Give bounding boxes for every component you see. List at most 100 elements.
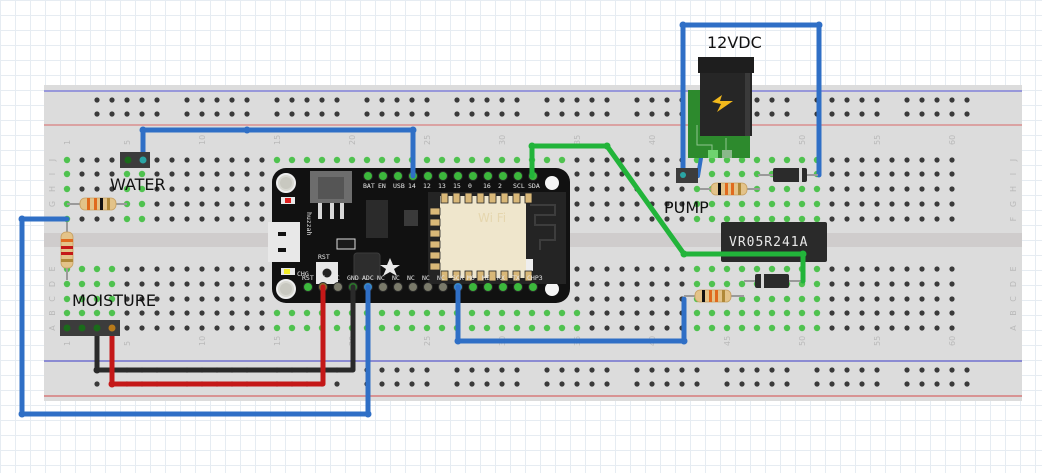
hole[interactable] — [753, 156, 761, 164]
hole[interactable] — [738, 156, 746, 164]
hole[interactable] — [333, 309, 341, 317]
rail-hole[interactable] — [499, 97, 505, 103]
hole[interactable] — [93, 265, 101, 273]
hole[interactable] — [874, 266, 880, 272]
rail-hole[interactable] — [124, 111, 130, 117]
hole[interactable] — [244, 186, 250, 192]
feather-bottom-pin[interactable] — [378, 282, 388, 292]
rail-hole[interactable] — [334, 111, 340, 117]
rail-hole[interactable] — [184, 97, 190, 103]
rail-hole[interactable] — [694, 381, 700, 387]
hole[interactable] — [708, 324, 716, 332]
hole[interactable] — [949, 216, 955, 222]
hole[interactable] — [753, 215, 761, 223]
hole[interactable] — [438, 309, 446, 317]
hole[interactable] — [934, 310, 940, 316]
rail-hole[interactable] — [964, 97, 970, 103]
feather-bottom-pin[interactable] — [303, 282, 313, 292]
hole[interactable] — [949, 171, 955, 177]
rail-hole[interactable] — [379, 381, 385, 387]
hole[interactable] — [124, 281, 130, 287]
hole[interactable] — [123, 170, 131, 178]
hole[interactable] — [619, 281, 625, 287]
hole[interactable] — [859, 201, 865, 207]
hole[interactable] — [619, 296, 625, 302]
hole[interactable] — [904, 157, 910, 163]
hole[interactable] — [589, 310, 595, 316]
hole[interactable] — [214, 296, 220, 302]
hole[interactable] — [214, 171, 220, 177]
hole[interactable] — [753, 324, 761, 332]
rail-hole[interactable] — [559, 97, 565, 103]
hole[interactable] — [844, 281, 850, 287]
hole[interactable] — [513, 324, 521, 332]
rail-hole[interactable] — [364, 97, 370, 103]
hole[interactable] — [604, 171, 610, 177]
hole[interactable] — [244, 325, 250, 331]
hole[interactable] — [934, 201, 940, 207]
hole[interactable] — [889, 171, 895, 177]
hole[interactable] — [259, 325, 265, 331]
hole[interactable] — [949, 186, 955, 192]
hole[interactable] — [543, 156, 551, 164]
hole[interactable] — [259, 186, 265, 192]
rail-hole[interactable] — [409, 97, 415, 103]
hole[interactable] — [664, 296, 670, 302]
hole[interactable] — [904, 310, 910, 316]
hole[interactable] — [798, 156, 806, 164]
hole[interactable] — [214, 310, 220, 316]
hole[interactable] — [859, 266, 865, 272]
hole[interactable] — [768, 215, 776, 223]
hole[interactable] — [589, 325, 595, 331]
hole[interactable] — [874, 157, 880, 163]
rail-hole[interactable] — [544, 97, 550, 103]
hole[interactable] — [768, 309, 776, 317]
hole[interactable] — [138, 185, 146, 193]
rail-hole[interactable] — [139, 97, 145, 103]
rail-hole[interactable] — [874, 367, 880, 373]
rail-hole[interactable] — [844, 97, 850, 103]
hole[interactable] — [273, 324, 281, 332]
hole[interactable] — [408, 309, 416, 317]
hole[interactable] — [94, 171, 100, 177]
hole[interactable] — [214, 186, 220, 192]
hole[interactable] — [723, 265, 731, 273]
rail-hole[interactable] — [769, 367, 775, 373]
hole[interactable] — [589, 186, 595, 192]
hole[interactable] — [889, 325, 895, 331]
hole[interactable] — [634, 157, 640, 163]
hole[interactable] — [889, 310, 895, 316]
hole[interactable] — [79, 216, 85, 222]
hole[interactable] — [573, 324, 581, 332]
hole[interactable] — [78, 309, 86, 317]
hole[interactable] — [154, 201, 160, 207]
rail-hole[interactable] — [679, 381, 685, 387]
hole[interactable] — [378, 324, 386, 332]
hole[interactable] — [78, 295, 86, 303]
hole[interactable] — [393, 324, 401, 332]
hole[interactable] — [108, 295, 116, 303]
rail-hole[interactable] — [904, 111, 910, 117]
rail-hole[interactable] — [199, 97, 205, 103]
hole[interactable] — [229, 201, 235, 207]
hole[interactable] — [874, 281, 880, 287]
wire-ground[interactable] — [94, 284, 356, 373]
rail-hole[interactable] — [589, 97, 595, 103]
rail-hole[interactable] — [769, 111, 775, 117]
hole[interactable] — [109, 216, 115, 222]
rail-hole[interactable] — [394, 111, 400, 117]
hole[interactable] — [604, 310, 610, 316]
rail-hole[interactable] — [214, 111, 220, 117]
rail-hole[interactable] — [589, 111, 595, 117]
hole[interactable] — [558, 324, 566, 332]
hole[interactable] — [184, 310, 190, 316]
hole[interactable] — [859, 310, 865, 316]
rail-hole[interactable] — [874, 381, 880, 387]
hole[interactable] — [679, 216, 685, 222]
hole[interactable] — [723, 309, 731, 317]
rail-hole[interactable] — [919, 381, 925, 387]
rail-hole[interactable] — [574, 97, 580, 103]
hole[interactable] — [468, 309, 476, 317]
hole[interactable] — [169, 296, 175, 302]
rail-hole[interactable] — [544, 111, 550, 117]
